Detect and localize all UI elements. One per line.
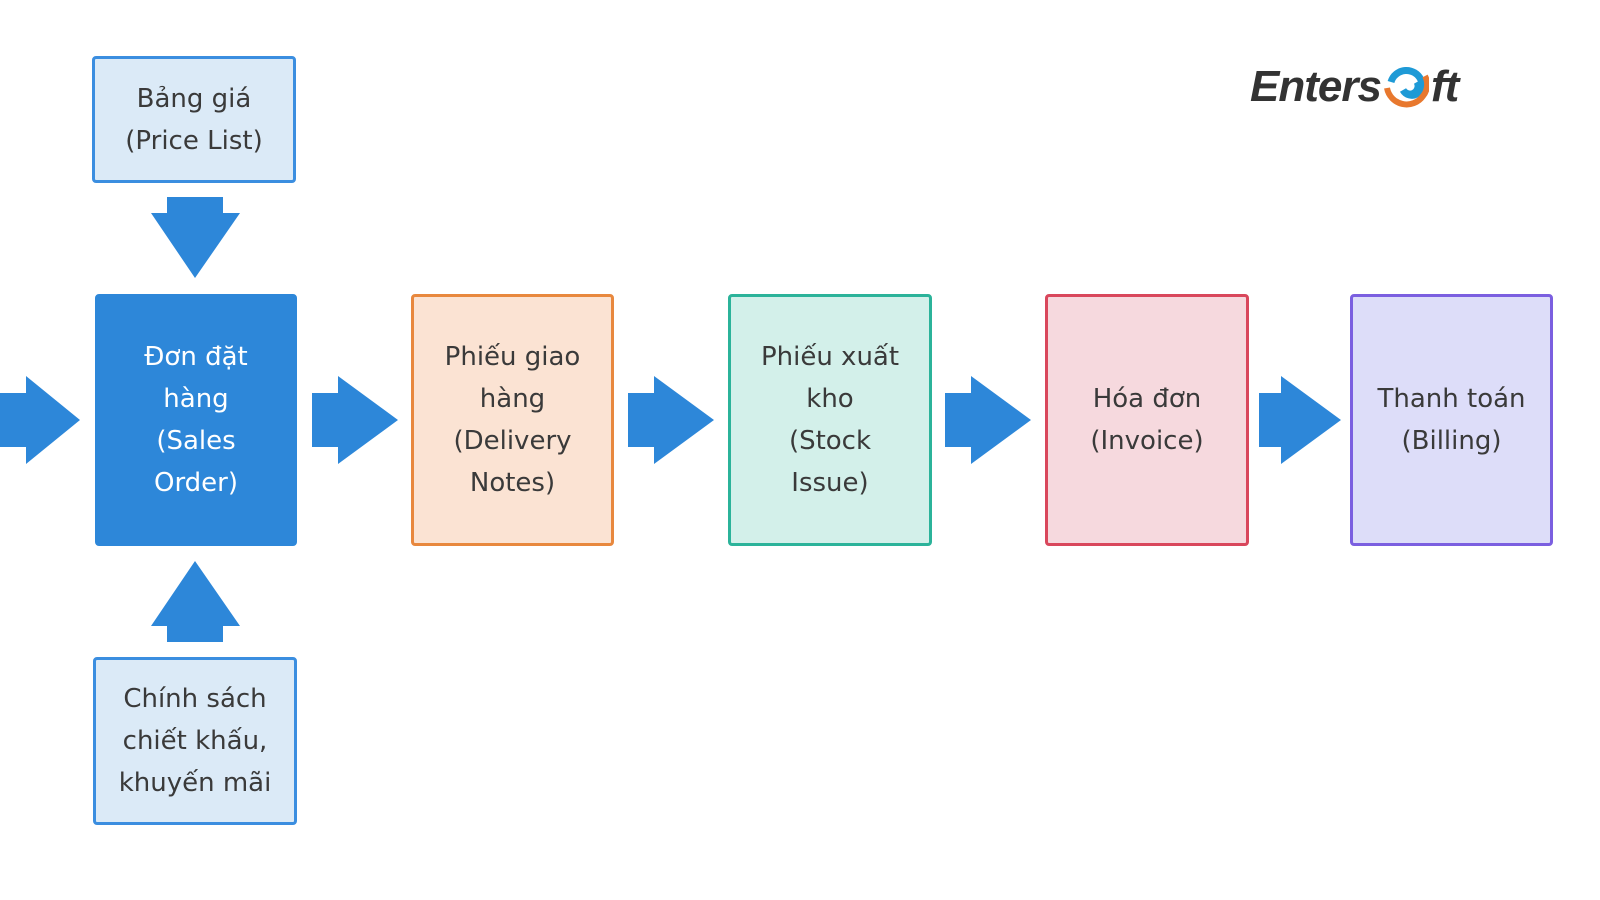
arrow-down-icon xyxy=(151,197,240,278)
arrow-right-icon xyxy=(628,376,714,464)
arrow-right-icon xyxy=(945,376,1031,464)
price-list-box: Bảng giá (Price List) xyxy=(92,56,296,183)
logo-text-before: Enters xyxy=(1250,62,1382,111)
delivery-notes-box: Phiếu giao hàng (Delivery Notes) xyxy=(411,294,614,546)
sales-order-box: Đơn đặt hàng (Sales Order) xyxy=(95,294,297,546)
stock-issue-box: Phiếu xuất kho (Stock Issue) xyxy=(728,294,932,546)
invoice-box: Hóa đơn (Invoice) xyxy=(1045,294,1249,546)
discount-policy-box: Chính sách chiết khấu, khuyến mãi xyxy=(93,657,297,825)
logo-text-after: ft xyxy=(1430,62,1459,111)
arrow-right-icon xyxy=(1259,376,1341,464)
arrow-up-icon xyxy=(151,561,240,642)
arrow-right-icon xyxy=(0,376,80,464)
logo-swirl-icon xyxy=(1384,67,1429,108)
arrow-right-icon xyxy=(312,376,398,464)
entersoft-logo: Enters ft xyxy=(1250,62,1459,112)
billing-box: Thanh toán (Billing) xyxy=(1350,294,1553,546)
